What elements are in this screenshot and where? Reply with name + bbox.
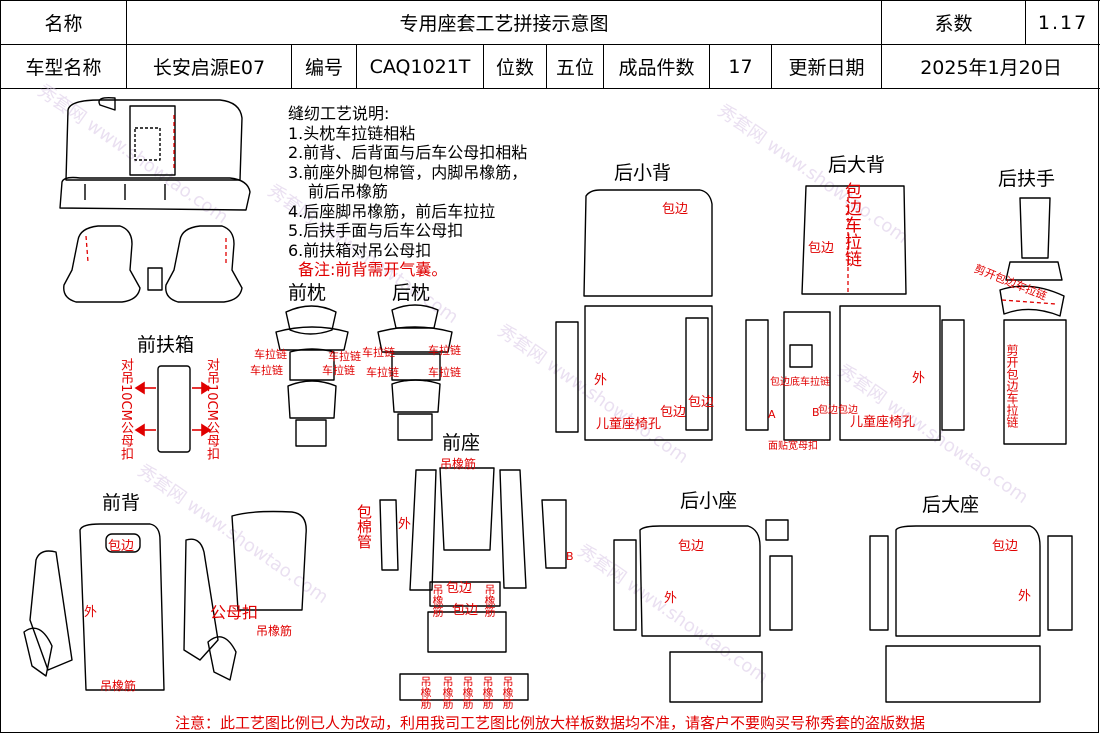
mark-zipper: 车拉链 xyxy=(428,344,461,357)
mark-bungee-vertical: 吊橡筋 xyxy=(501,676,514,709)
mark-bungee-vertical: 吊橡筋 xyxy=(461,676,474,709)
warning-footer: 注意：此工艺图比例已人为改动，利用我司工艺图比例放大样板数据均不准，请客户不要购… xyxy=(174,714,925,732)
mark-zipper: 车拉链 xyxy=(362,346,395,359)
code-label: 编号 xyxy=(291,44,357,89)
mark-armbox-snap-left: 对吊10CM公母扣 xyxy=(118,358,133,460)
mark-bungee-vertical: 吊橡筋 xyxy=(481,676,494,709)
mark-outer: 外 xyxy=(1018,589,1032,604)
mark-bungee: 吊橡筋 xyxy=(256,624,293,638)
notes-title: 缝纫工艺说明: xyxy=(288,104,390,123)
mark-binding-zip: 包边车拉链 xyxy=(841,182,861,267)
mark-mid-binding: 包边包边 xyxy=(818,405,858,416)
front-headrest-pieces xyxy=(275,305,349,447)
coef-value: 1.17 xyxy=(1025,0,1100,45)
sewing-notes: 缝纫工艺说明: 1.头枕车拉链相粘 2.前背、后背面与后车公母扣相粘 3.前座外… xyxy=(288,104,527,280)
front-armbox-piece xyxy=(157,365,191,453)
mark-cut-binding-zip-vertical: 剪开包边车拉链 xyxy=(1005,344,1019,428)
mark-binding: 包边 xyxy=(108,539,135,554)
mark-binding: 包边 xyxy=(688,395,715,410)
mark-binding-base-zip: 包边底车拉链 xyxy=(770,377,830,388)
mark-binding: 包边 xyxy=(992,539,1019,554)
mark-binding: 包边 xyxy=(452,603,479,618)
name-label: 名称 xyxy=(0,0,127,45)
mark-binding-tube: 包棉管 xyxy=(355,504,373,549)
mark-zipper: 车拉链 xyxy=(250,364,283,377)
mark-zipper: 车拉链 xyxy=(428,366,461,379)
seats-label: 位数 xyxy=(483,44,547,89)
note-item: 前后吊橡筋 xyxy=(308,182,389,201)
armbox-arrows xyxy=(134,381,212,437)
label-front-seat: 前座 xyxy=(442,432,481,454)
front-seat-overview xyxy=(63,225,243,303)
rear-small-seat-pieces xyxy=(613,519,793,703)
note-remark: 备注:前背需开气囊。 xyxy=(298,260,448,279)
mark-binding: 包边 xyxy=(808,241,835,256)
note-item: 2.前背、后背面与后车公母扣相粘 xyxy=(288,143,528,162)
mark-b: B xyxy=(566,550,574,563)
code-value: CAQ1021T xyxy=(356,44,484,89)
note-item: 6.前扶箱对吊公母扣 xyxy=(288,240,432,260)
mark-zipper: 车拉链 xyxy=(366,366,399,379)
mark-b: B xyxy=(812,406,820,419)
rear-small-back-pieces xyxy=(555,189,713,441)
mark-zipper: 车拉链 xyxy=(254,348,287,361)
mark-binding: 包边 xyxy=(446,581,473,596)
mark-child-hole: 儿童座椅孔 xyxy=(596,417,662,432)
rear-big-seat-pieces xyxy=(869,525,1073,703)
header-table: 名称 专用座套工艺拼接示意图 系数 1.17 车型名称 长安启源E07 编号 C… xyxy=(0,0,1100,89)
label-front-headrest: 前枕 xyxy=(288,282,327,304)
rear-headrest-pieces xyxy=(377,304,453,441)
mark-outer: 外 xyxy=(398,517,412,532)
note-item: 4.后座脚吊橡筋，前后车拉拉 xyxy=(288,201,496,221)
mark-bungee: 吊橡筋 xyxy=(440,457,477,471)
seam-markers xyxy=(85,115,1057,305)
pieces-label: 成品件数 xyxy=(603,44,710,89)
mark-bungee-vertical: 吊橡筋 xyxy=(419,676,432,709)
mark-zipper: 车拉链 xyxy=(322,364,355,377)
note-item: 3.前座外脚包棉管，内脚吊橡筋， xyxy=(288,162,528,182)
mark-surface-snap: 面贴宽母扣 xyxy=(768,441,818,452)
sheet-title: 专用座套工艺拼接示意图 xyxy=(125,0,883,45)
rear-armrest-pieces xyxy=(999,197,1067,445)
note-item: 1.头枕车拉链相粘 xyxy=(288,123,416,143)
mark-binding: 包边 xyxy=(660,405,687,420)
mark-zipper: 车拉链 xyxy=(328,350,361,363)
label-rear-small-seat: 后小座 xyxy=(680,490,738,512)
mark-outer: 外 xyxy=(84,605,98,620)
label-rear-armrest: 后扶手 xyxy=(998,168,1056,190)
label-rear-headrest: 后枕 xyxy=(392,282,431,304)
date-value: 2025年1月20日 xyxy=(881,44,1100,89)
date-label: 更新日期 xyxy=(770,44,883,89)
pieces-value: 17 xyxy=(709,44,772,89)
mark-binding: 包边 xyxy=(678,539,705,554)
label-front-back: 前背 xyxy=(102,492,141,514)
label-front-armbox: 前扶箱 xyxy=(137,334,195,356)
mark-a: A xyxy=(768,408,776,421)
mark-bungee-vertical: 吊橡筋 xyxy=(483,584,496,617)
mark-armbox-snap-right: 对吊10CM公母扣 xyxy=(204,358,219,460)
mark-bungee-vertical: 吊橡筋 xyxy=(431,584,444,617)
rear-big-back-pieces xyxy=(745,185,965,441)
mark-snap: 公母扣 xyxy=(210,603,259,622)
mark-child-hole: 儿童座椅孔 xyxy=(850,415,916,430)
seats-value: 五位 xyxy=(546,44,604,89)
mark-bungee-vertical: 吊橡筋 xyxy=(441,676,454,709)
mark-binding: 包边 xyxy=(662,202,689,217)
mark-bungee: 吊橡筋 xyxy=(100,679,137,693)
mark-outer: 外 xyxy=(912,371,926,386)
rear-bench-overview xyxy=(59,96,251,211)
mark-outer: 外 xyxy=(664,591,678,606)
front-seat-pieces xyxy=(379,467,567,701)
label-rear-small-back: 后小背 xyxy=(614,162,672,184)
note-item: 5.后扶手面与后车公母扣 xyxy=(288,221,464,240)
label-rear-big-back: 后大背 xyxy=(828,154,886,176)
label-rear-big-seat: 后大座 xyxy=(922,494,980,516)
front-back-pieces xyxy=(23,510,307,691)
mark-outer: 外 xyxy=(594,373,608,388)
